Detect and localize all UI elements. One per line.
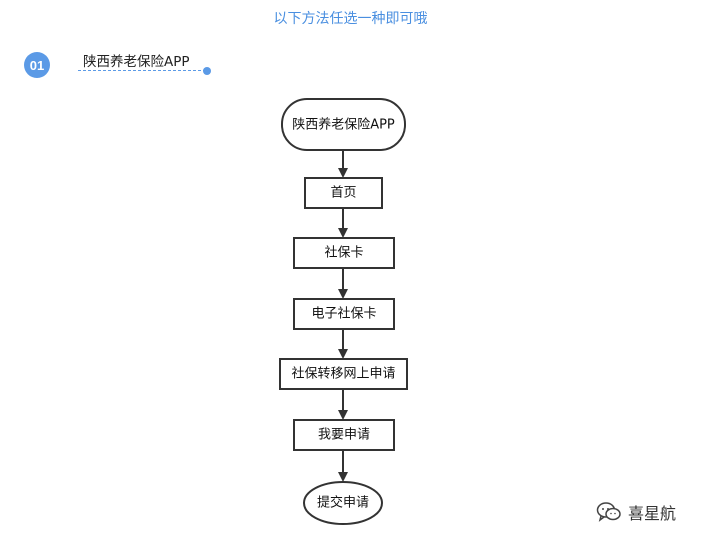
arrowhead-start-to-home: [338, 168, 348, 178]
step-number-badge: 01: [24, 52, 50, 78]
node-social-card-text: 社保卡: [324, 245, 363, 261]
arrowhead-home-to-social-card: [338, 228, 348, 238]
node-start-text: 陕西养老保险APP: [292, 117, 395, 133]
node-e-social-card-shape: [293, 298, 395, 330]
arrowhead-e-card-to-transfer: [338, 349, 348, 359]
page-title: 以下方法任选一种即可哦: [273, 11, 428, 27]
node-social-card-shape: [293, 237, 395, 269]
node-apply-shape: [293, 419, 395, 451]
step-underline: [78, 70, 206, 71]
node-home-shape: [304, 177, 383, 209]
node-apply-text: 我要申请: [318, 428, 370, 443]
arrowhead-apply-to-submit: [338, 472, 348, 482]
step-underline-dot: [203, 67, 211, 75]
node-submit-text: 提交申请: [317, 495, 369, 511]
watermark-text: 喜星航: [628, 504, 677, 523]
node-transfer-online-shape: [279, 358, 408, 390]
arrowhead-social-card-to-e-card: [338, 289, 348, 299]
wechat-icon: [596, 502, 621, 522]
node-start-shape: [281, 98, 406, 151]
step-label: 陕西养老保险APP: [83, 54, 190, 70]
watermark: 喜星航: [596, 500, 676, 524]
node-submit-shape: [303, 481, 383, 525]
node-transfer-online-text: 社保转移网上申请: [291, 366, 395, 382]
node-e-social-card-text: 电子社保卡: [311, 306, 376, 322]
arrowhead-transfer-to-apply: [338, 410, 348, 420]
node-home-text: 首页: [330, 186, 356, 201]
